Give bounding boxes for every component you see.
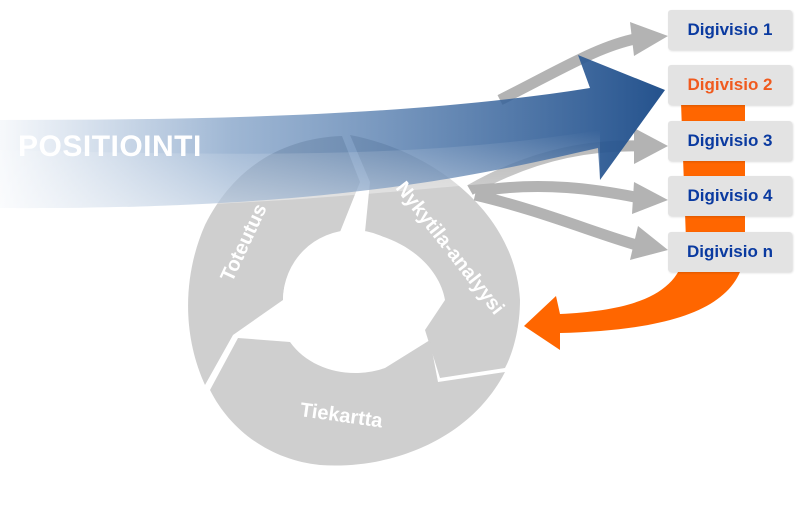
cycle-ring [188,135,520,466]
positioning-label: POSITIOINTI [18,130,202,163]
cycle-segment-nykytila [350,135,520,378]
target-box-4: Digivisio 4 [668,176,792,216]
target-box-2: Digivisio 2 [668,65,792,105]
target-box-3: Digivisio 3 [668,121,792,161]
cycle-segment-tiekartta [210,338,505,466]
target-box-5: Digivisio n [668,232,792,272]
fan-arrow-heads [630,22,668,260]
target-box-1: Digivisio 1 [668,10,792,50]
